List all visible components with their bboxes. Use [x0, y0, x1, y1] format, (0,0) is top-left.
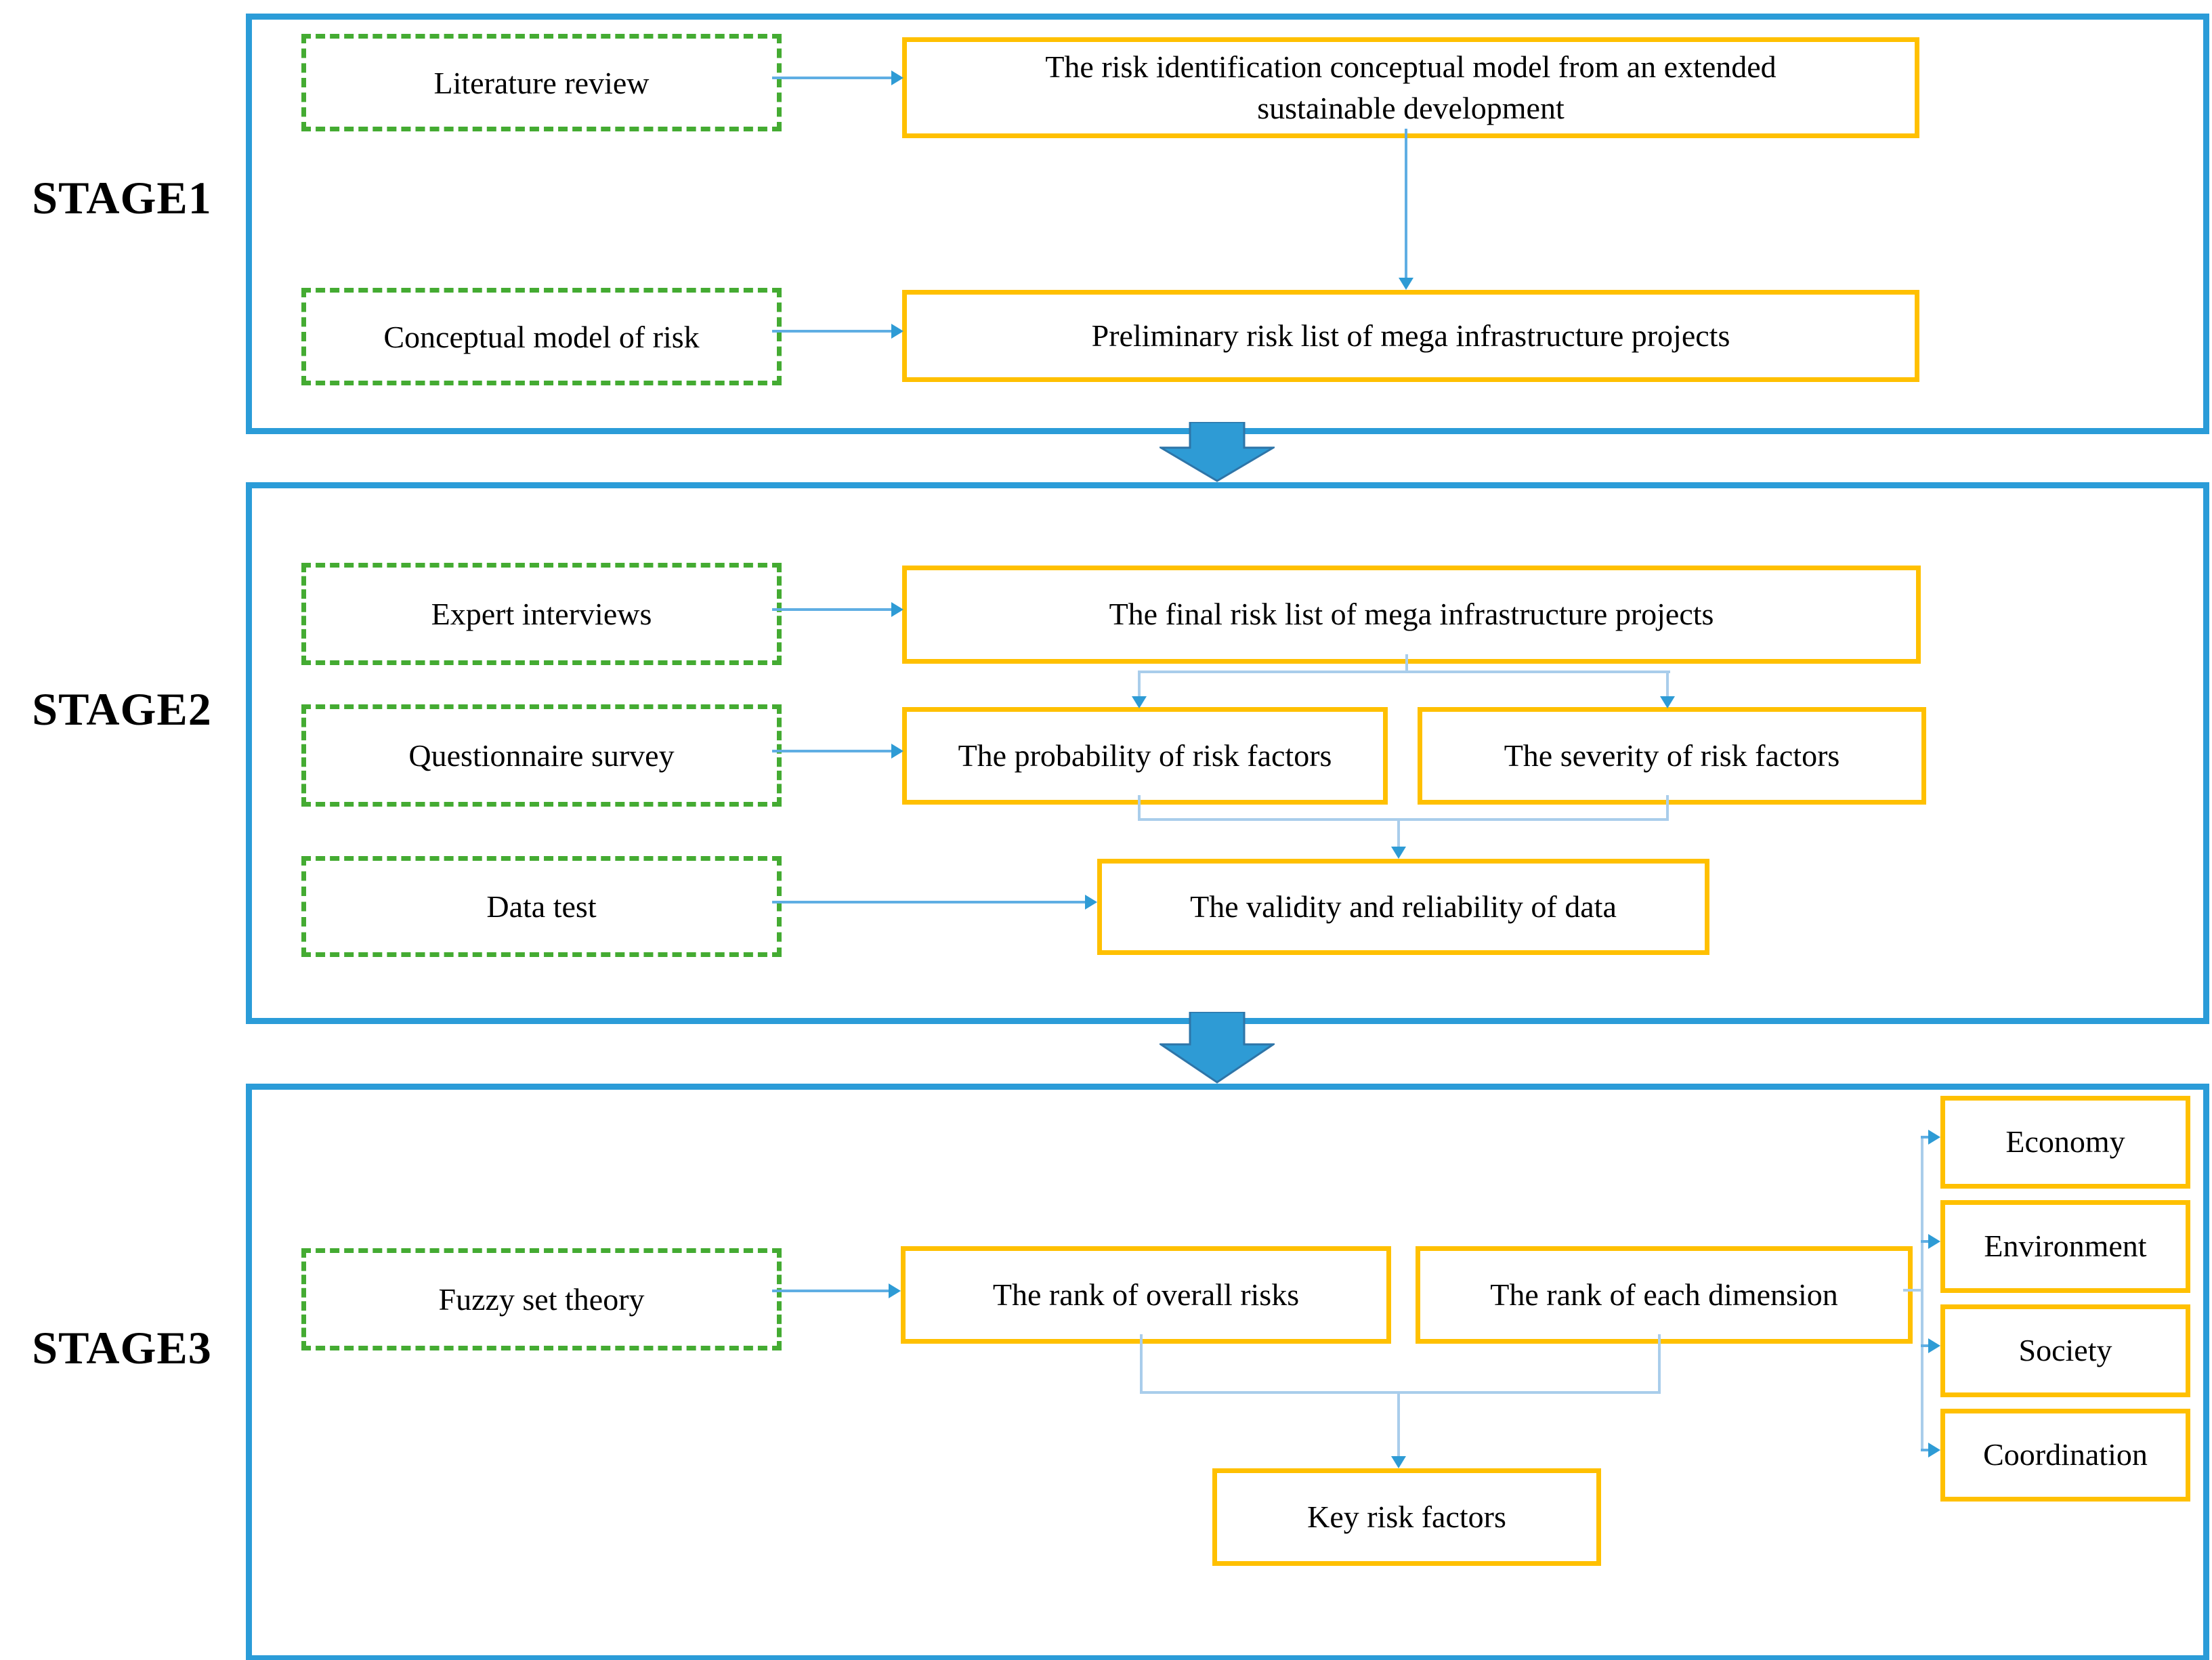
- data-test-box: Data test: [301, 856, 782, 957]
- arrow-expert-to-final: [772, 608, 891, 611]
- questionnaire-survey-box: Questionnaire survey: [301, 704, 782, 807]
- connector-branch-society: [1921, 1344, 1929, 1347]
- stage1-to-stage2-arrow: [1160, 422, 1275, 482]
- connector-branch-economy: [1921, 1136, 1929, 1138]
- stage2-to-stage3-arrow: [1160, 1012, 1275, 1084]
- arrowhead-branch-economy: [1928, 1130, 1940, 1145]
- arrowhead-branch-society: [1928, 1338, 1940, 1353]
- arrowhead-expert-to-final: [891, 602, 903, 617]
- arrowhead-merge-to-validity: [1391, 847, 1406, 859]
- arrowhead-branch-environment: [1928, 1234, 1940, 1249]
- stage2-label: STAGE2: [32, 683, 212, 735]
- arrow-datatest-to-validity: [772, 901, 1085, 903]
- connector-final-split-bar: [1139, 671, 1670, 673]
- severity-box: The severity of risk factors: [1418, 707, 1926, 805]
- dimension-coordination-box: Coordination: [1940, 1409, 2190, 1502]
- stage3-label: STAGE3: [32, 1322, 212, 1374]
- dimension-economy-box: Economy: [1940, 1096, 2190, 1189]
- preliminary-risk-list-box: Preliminary risk list of mega infrastruc…: [902, 290, 1919, 382]
- arrow-model-to-preliminary: [1405, 129, 1407, 279]
- arrow-conceptual-to-preliminary: [772, 330, 891, 333]
- arrowhead-split-to-severity: [1660, 696, 1675, 708]
- connector-dimension-out: [1903, 1289, 1923, 1292]
- dimension-society-box: Society: [1940, 1304, 2190, 1397]
- connector-branch-environment: [1921, 1240, 1929, 1243]
- arrow-fuzzy-to-rank: [772, 1290, 889, 1292]
- arrow-literature-to-model: [772, 77, 891, 79]
- connector-dimension-spine: [1921, 1136, 1923, 1451]
- connector-merge-bar: [1138, 818, 1669, 821]
- connector-split-to-probability: [1138, 671, 1141, 698]
- connector-rankoverall-down: [1140, 1334, 1143, 1394]
- connector-split-to-severity: [1666, 671, 1669, 698]
- stage3-container: [246, 1084, 2209, 1660]
- final-risk-list-box: The final risk list of mega infrastructu…: [902, 566, 1921, 664]
- rank-overall-box: The rank of overall risks: [901, 1246, 1391, 1344]
- stage1-label: STAGE1: [32, 172, 212, 224]
- validity-box: The validity and reliability of data: [1097, 859, 1709, 955]
- probability-box: The probability of risk factors: [902, 707, 1388, 805]
- literature-review-box: Literature review: [301, 34, 782, 131]
- connector-merge-to-validity: [1397, 818, 1400, 847]
- connector-rankdimension-down: [1658, 1334, 1661, 1394]
- key-risk-factors-box: Key risk factors: [1212, 1468, 1601, 1566]
- connector-merge-to-key: [1397, 1391, 1400, 1456]
- fuzzy-set-theory-box: Fuzzy set theory: [301, 1248, 782, 1350]
- arrowhead-questionnaire-to-probability: [891, 744, 903, 759]
- connector-final-split-stem: [1405, 654, 1408, 673]
- connector-probability-down: [1138, 795, 1141, 821]
- connector-rank-merge-bar: [1140, 1391, 1661, 1394]
- rank-dimension-box: The rank of each dimension: [1416, 1246, 1913, 1344]
- dimension-environment-box: Environment: [1940, 1200, 2190, 1293]
- arrowhead-fuzzy-to-rank: [889, 1283, 901, 1298]
- arrow-questionnaire-to-probability: [772, 750, 891, 752]
- connector-severity-down: [1666, 795, 1669, 821]
- conceptual-model-box: Conceptual model of risk: [301, 288, 782, 385]
- arrowhead-model-to-preliminary: [1399, 278, 1413, 290]
- arrowhead-split-to-probability: [1132, 696, 1147, 708]
- arrowhead-conceptual-to-preliminary: [891, 324, 903, 339]
- arrowhead-merge-to-key: [1391, 1456, 1406, 1468]
- risk-identification-model-box: The risk identification conceptual model…: [902, 37, 1919, 138]
- arrowhead-literature-to-model: [891, 70, 903, 85]
- arrowhead-branch-coordination: [1928, 1443, 1940, 1457]
- arrowhead-datatest-to-validity: [1085, 895, 1097, 910]
- connector-branch-coordination: [1921, 1449, 1929, 1451]
- expert-interviews-box: Expert interviews: [301, 563, 782, 665]
